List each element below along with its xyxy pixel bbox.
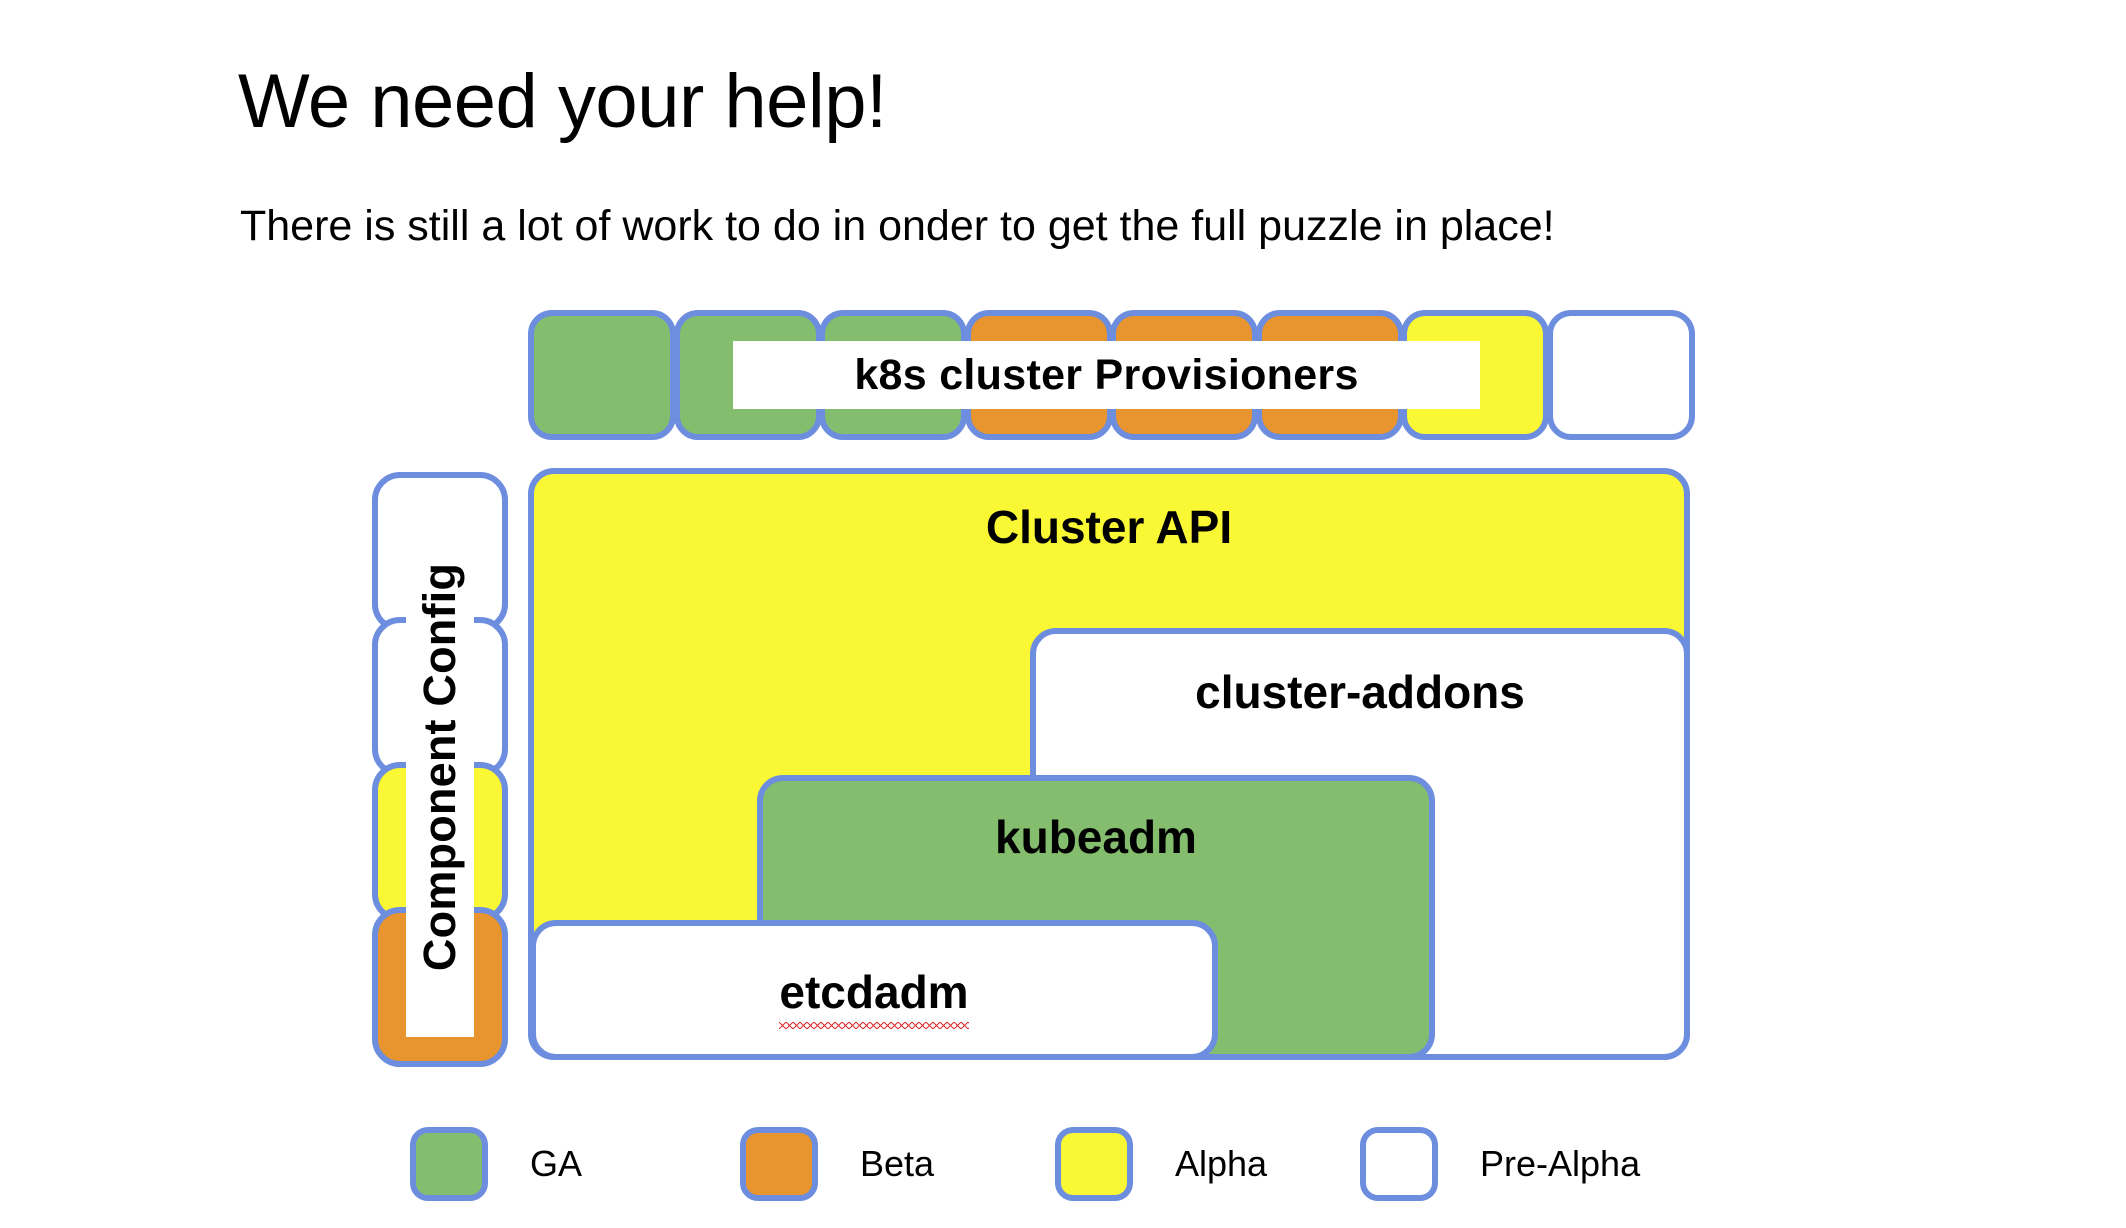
legend-item-alpha: Alpha bbox=[1055, 1124, 1267, 1204]
legend-label: GA bbox=[530, 1143, 583, 1184]
provisioners-row bbox=[528, 310, 1695, 440]
legend-swatch-alpha bbox=[1055, 1127, 1133, 1201]
legend-label: Pre-Alpha bbox=[1480, 1143, 1641, 1184]
legend-label: Beta bbox=[860, 1143, 935, 1184]
cluster-addons-label: cluster-addons bbox=[1195, 666, 1525, 718]
legend-item-beta: Beta bbox=[740, 1124, 934, 1204]
legend-swatch-pre-alpha bbox=[1360, 1127, 1438, 1201]
kubeadm-label: kubeadm bbox=[995, 811, 1197, 863]
cluster-api-label: Cluster API bbox=[985, 501, 1233, 553]
provisioner-tile-8[interactable] bbox=[1547, 310, 1695, 440]
component-config-label: Component Config bbox=[414, 562, 465, 972]
etcdadm-label-text: etcdadm bbox=[779, 965, 969, 1029]
legend-item-pre-alpha: Pre-Alpha bbox=[1360, 1124, 1640, 1204]
legend-label: Alpha bbox=[1175, 1143, 1268, 1184]
page-title: We need your help! bbox=[238, 58, 887, 144]
legend-item-ga: GA bbox=[410, 1124, 582, 1204]
provisioner-tile-1[interactable] bbox=[528, 310, 676, 440]
legend-swatch-beta bbox=[740, 1127, 818, 1201]
etcdadm-label: etcdadm bbox=[530, 965, 1218, 1029]
page-subtitle: There is still a lot of work to do in on… bbox=[240, 202, 1555, 250]
legend-swatch-ga bbox=[410, 1127, 488, 1201]
provisioners-banner: k8s cluster Provisioners bbox=[733, 341, 1480, 409]
component-config-band: Component Config bbox=[406, 497, 474, 1037]
etcdadm-box[interactable] bbox=[530, 920, 1218, 1060]
